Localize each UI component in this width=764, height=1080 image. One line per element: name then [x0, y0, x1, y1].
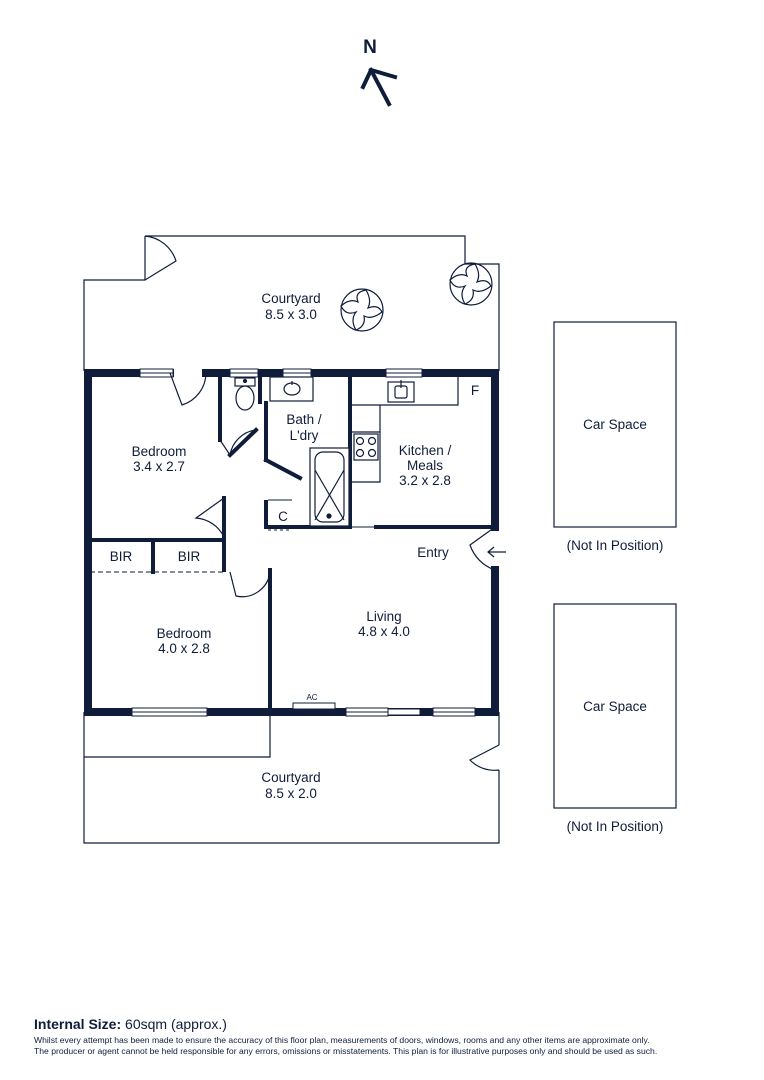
tree-icon	[449, 262, 493, 306]
tree-icon	[340, 288, 384, 332]
plan-footer: Internal Size: 60sqm (approx.) Whilst ev…	[34, 1016, 744, 1057]
living-size: 4.8 x 4.0	[358, 624, 410, 639]
bath-name-line2: L'dry	[290, 428, 319, 443]
courtyard-bottom-size: 8.5 x 2.0	[265, 786, 317, 801]
kitchen-name-line2: Meals	[407, 458, 443, 473]
disclaimer-line-2: The producer or agent cannot be held res…	[34, 1046, 658, 1056]
kitchen-size: 3.2 x 2.8	[399, 473, 451, 488]
car-space-2-note: (Not In Position)	[567, 819, 664, 834]
kitchen-sink-icon	[387, 380, 415, 403]
bath-name-line1: Bath /	[286, 412, 322, 427]
kitchen-name-line1: Kitchen /	[399, 443, 452, 458]
bedroom-2-size: 4.0 x 2.8	[158, 641, 210, 656]
ac-unit-icon	[292, 702, 336, 710]
kitchen-bench	[352, 375, 459, 483]
bedroom-1-door	[169, 372, 207, 406]
toilet-icon	[234, 377, 256, 411]
car-space-1-note: (Not In Position)	[567, 538, 664, 553]
entry-door-swing	[469, 526, 496, 571]
north-label: N	[363, 37, 377, 58]
internal-size-value: 60sqm (approx.)	[125, 1016, 227, 1032]
bathtub-icon	[309, 447, 350, 527]
disclaimer-line-1: Whilst every attempt has been made to en…	[34, 1035, 650, 1045]
bedroom-1-name: Bedroom	[132, 444, 187, 459]
courtyard-top-size: 8.5 x 3.0	[265, 307, 317, 322]
courtyard-top-door-swing	[144, 235, 177, 281]
car-space-2	[553, 603, 677, 809]
bedroom-1-size: 3.4 x 2.7	[133, 459, 185, 474]
light-walls	[90, 499, 376, 573]
car-space-2-name: Car Space	[583, 699, 647, 714]
north-arrow-icon	[360, 67, 398, 107]
interior-walls	[88, 373, 495, 712]
bir-1-label: BIR	[110, 549, 133, 564]
fridge-label: F	[471, 383, 479, 398]
bedroom-1-hall-door	[194, 497, 225, 538]
courtyard-bottom-name: Courtyard	[261, 770, 320, 785]
internal-size: Internal Size: 60sqm (approx.)	[34, 1016, 744, 1032]
courtyard-bottom-outline	[83, 712, 500, 844]
windows	[131, 368, 476, 717]
courtyard-top-name: Courtyard	[261, 291, 320, 306]
cooktop-icon	[353, 433, 379, 461]
living-name: Living	[366, 609, 401, 624]
internal-size-label: Internal Size:	[34, 1016, 122, 1032]
bedroom-2-door	[229, 571, 271, 598]
courtyard-bottom-door	[469, 744, 500, 771]
bir-2-label: BIR	[178, 549, 201, 564]
north-compass: N	[360, 37, 398, 107]
ac-label: AC	[306, 693, 317, 702]
car-space-1-name: Car Space	[583, 417, 647, 432]
bath-door	[219, 429, 257, 457]
car-space-1	[553, 321, 677, 528]
door-swings	[169, 372, 500, 771]
cupboard-label: C	[278, 509, 288, 524]
entry-arrow-icon	[487, 546, 506, 558]
entry-label: Entry	[417, 545, 449, 560]
vanity-basin-icon	[269, 376, 314, 402]
bedroom-2-name: Bedroom	[157, 626, 212, 641]
